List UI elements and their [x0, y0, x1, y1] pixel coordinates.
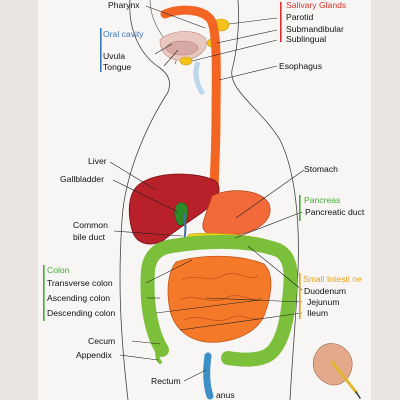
- label-stomach: Stomach: [304, 164, 338, 174]
- body-outline-right: [231, 0, 299, 400]
- label-common-bile-duct-line1: Common: [73, 220, 108, 230]
- label-rectum: Rectum: [151, 376, 181, 386]
- hand-illustration: [312, 343, 361, 399]
- label-appendix: Appendix: [76, 350, 113, 360]
- stomach-organ: [202, 190, 271, 237]
- label-colon: Colon: [47, 265, 70, 275]
- label-transverse-colon: Transverse colon: [47, 278, 113, 288]
- label-ascending-colon: Ascending colon: [47, 293, 110, 303]
- appendix-organ: [155, 344, 162, 364]
- body-outline: [119, 0, 170, 400]
- label-pharynx: Pharynx: [108, 0, 140, 10]
- label-sublingual: Sublingual: [286, 34, 326, 44]
- label-anus: anus: [216, 390, 235, 400]
- rectum-organ: [203, 352, 214, 400]
- leader-lines: [109, 5, 305, 382]
- tongue-shape: [165, 40, 199, 56]
- label-descending-colon: Descending colon: [47, 308, 116, 318]
- label-pancreatic-duct: Pancreatic duct: [305, 207, 365, 217]
- large-intestine: [140, 234, 298, 367]
- sublingual-gland: [179, 56, 193, 66]
- label-pancreas: Pancreas: [304, 195, 340, 205]
- pancreas-bar: [299, 195, 301, 221]
- label-submandibular: Submandibular: [286, 24, 344, 34]
- label-parotid: Parotid: [286, 12, 313, 22]
- esophagus-tube: [160, 5, 221, 205]
- label-esophagus: Esophagus: [279, 61, 322, 71]
- salivary-glands-bar: [280, 2, 282, 42]
- label-ileum: Ileum: [307, 308, 328, 318]
- label-liver: Liver: [88, 156, 107, 166]
- label-duodenum: Duodenum: [304, 286, 346, 296]
- label-jejunum: Jejunum: [307, 297, 339, 307]
- small-intestine-folds: [179, 273, 263, 321]
- label-tongue: Tongue: [103, 62, 131, 72]
- label-gallbladder: Gallbladder: [60, 174, 104, 184]
- label-uvula: Uvula: [103, 51, 125, 61]
- small-intestine-bar: [299, 273, 301, 319]
- oral-cavity-bar: [100, 28, 102, 72]
- liver-organ: [128, 173, 220, 245]
- trachea-shape: [193, 61, 206, 96]
- common-bile-duct: [183, 213, 187, 241]
- colon-bar: [43, 265, 45, 321]
- label-salivary-glands: Salivary Glands: [286, 0, 346, 10]
- label-oral-cavity: Oral cavity: [103, 29, 144, 39]
- label-cecum: Cecum: [88, 336, 115, 346]
- label-common-bile-duct-line2: bile duct: [73, 232, 106, 242]
- label-small-intestine: Small Intesti ne: [303, 274, 362, 284]
